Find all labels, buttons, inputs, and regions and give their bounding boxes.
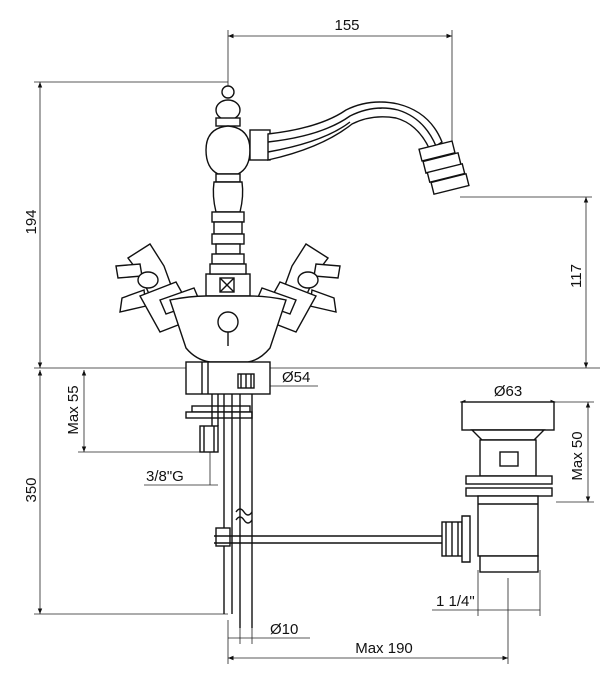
- supply-tubes: [211, 394, 253, 628]
- dimension-waste-thread: 1 1/4": [432, 570, 541, 616]
- dimension-350: 350: [23, 370, 228, 615]
- mounting-nut: [185, 405, 253, 453]
- dim-117-label: 117: [568, 264, 585, 288]
- dim-350-label: 350: [23, 477, 40, 502]
- dim-d54-label: Ø54: [282, 369, 310, 386]
- dim-194-label: 194: [23, 209, 40, 234]
- dim-d63-label: Ø63: [494, 383, 522, 400]
- pop-up-rod: [214, 527, 452, 547]
- faucet-column: [205, 125, 251, 297]
- pop-up-waste: [441, 401, 555, 573]
- dimension-d10: Ø10: [228, 621, 310, 644]
- faucet-base: [169, 295, 287, 395]
- dim-waste-thread-label: 1 1/4": [436, 593, 475, 610]
- spout-aerator: [418, 140, 470, 196]
- dim-max190-label: Max 190: [355, 640, 413, 657]
- dimension-155: 155: [227, 17, 453, 148]
- dim-155-label: 155: [334, 17, 359, 34]
- dim-max50-label: Max 50: [569, 431, 586, 480]
- dimension-max55: Max 55: [65, 370, 204, 453]
- dim-max55-label: Max 55: [65, 385, 82, 434]
- dim-thread-label: 3/8"G: [146, 468, 184, 485]
- dimension-d63: Ø63: [460, 383, 556, 405]
- dimension-117: 117: [460, 196, 592, 368]
- faucet-top-knob: [215, 85, 241, 127]
- faucet-spout: [249, 101, 470, 196]
- dimension-max190: Max 190: [227, 578, 509, 664]
- dimension-d54: Ø54: [262, 369, 318, 387]
- dimension-194: 194: [23, 81, 600, 369]
- dimension-thread: 3/8"G: [144, 450, 218, 486]
- waste-pivot-nut: [441, 515, 471, 563]
- dimension-max50: Max 50: [556, 401, 594, 503]
- dim-d10-label: Ø10: [270, 621, 298, 638]
